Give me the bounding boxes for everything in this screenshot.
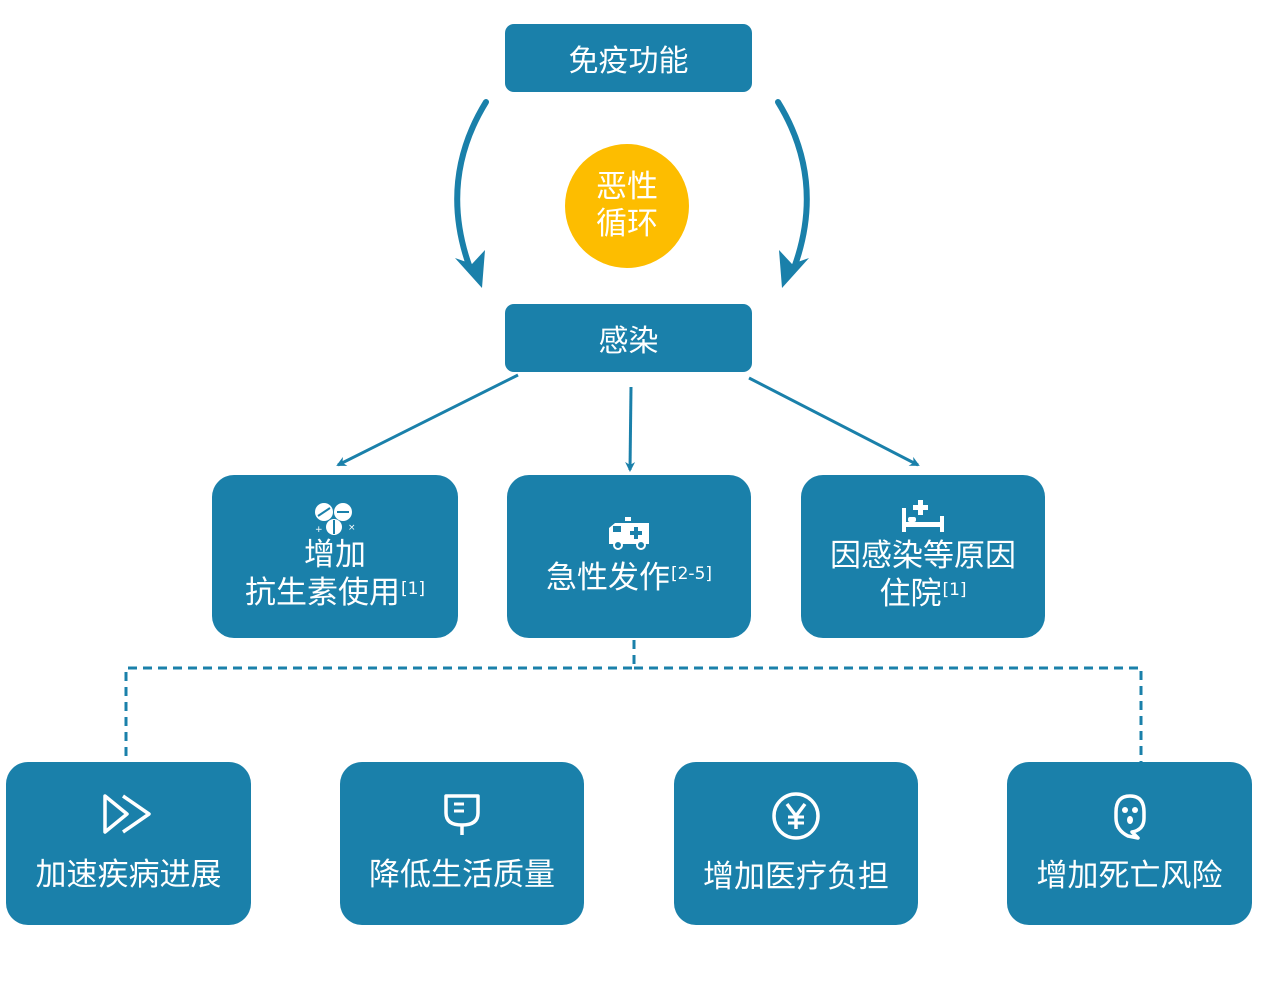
immune-function-label: 免疫功能 — [568, 44, 689, 79]
fast-forward-icon — [102, 794, 151, 834]
outcome-quality-label: 降低生活质量 — [369, 857, 555, 893]
iv-bag-icon — [444, 794, 480, 835]
pills-icon: + × — [315, 503, 356, 536]
cycle-line1: 恶性 — [596, 168, 658, 205]
outcome-death-label: 增加死亡风险 — [1036, 858, 1223, 894]
outcome-burden-label: 增加医疗负担 — [703, 859, 889, 895]
hospitalization-ref: [1] — [942, 579, 967, 600]
cycle-line2: 循环 — [596, 206, 658, 242]
outcome-disease-progression: 加速疾病进展 — [6, 762, 251, 925]
arrow-to-hospital — [748, 376, 920, 467]
infection-label: 感染 — [598, 324, 659, 359]
arrow-to-acute — [625, 386, 636, 472]
antibiotics-box: + × 增加 抗生素使用[1] — [212, 475, 458, 638]
acute-exacerbation-box: 急性发作[2-5] — [507, 475, 751, 638]
hospital-bed-icon — [902, 500, 944, 533]
dashed-connector-right — [634, 666, 1143, 762]
acute-label: 急性发作 — [545, 559, 670, 596]
infection-box: 感染 — [505, 304, 752, 372]
ambulance-icon — [609, 516, 649, 550]
outcome-death-risk: 增加死亡风险 — [1007, 762, 1252, 925]
acute-ref: [2-5] — [670, 563, 713, 584]
yuan-coin-icon — [772, 792, 820, 840]
hospitalization-box: 因感染等原因 住院[1] — [801, 475, 1045, 638]
antibiotics-line2: 抗生素使用 — [244, 574, 400, 611]
hospitalization-line2-wrap: 住院[1] — [879, 576, 966, 613]
hospitalization-line1: 因感染等原因 — [830, 538, 1016, 575]
antibiotics-ref: [1] — [400, 578, 426, 599]
ghost-icon — [1113, 794, 1146, 840]
antibiotics-line1: 增加 — [304, 537, 366, 574]
vicious-cycle-circle: 恶性 循环 — [565, 144, 689, 268]
cycle-arrow-left — [454, 99, 489, 271]
cycle-arrow-left-head — [455, 250, 485, 288]
outcome-medical-burden: 增加医疗负担 — [674, 762, 918, 925]
outcome-progression-label: 加速疾病进展 — [35, 857, 222, 893]
arrow-to-antibiotics — [336, 373, 519, 467]
cycle-arrow-right — [775, 99, 810, 271]
svg-text:+: + — [315, 525, 323, 535]
outcome-quality-of-life: 降低生活质量 — [340, 762, 584, 925]
svg-text:×: × — [348, 523, 356, 533]
acute-line-wrap: 急性发作[2-5] — [546, 560, 712, 597]
immune-function-box: 免疫功能 — [505, 24, 752, 92]
dashed-connector — [124, 640, 636, 762]
cycle-arrow-right-head — [779, 250, 809, 288]
antibiotics-line2-wrap: 抗生素使用[1] — [245, 575, 425, 612]
hospitalization-line2: 住院 — [879, 575, 942, 612]
